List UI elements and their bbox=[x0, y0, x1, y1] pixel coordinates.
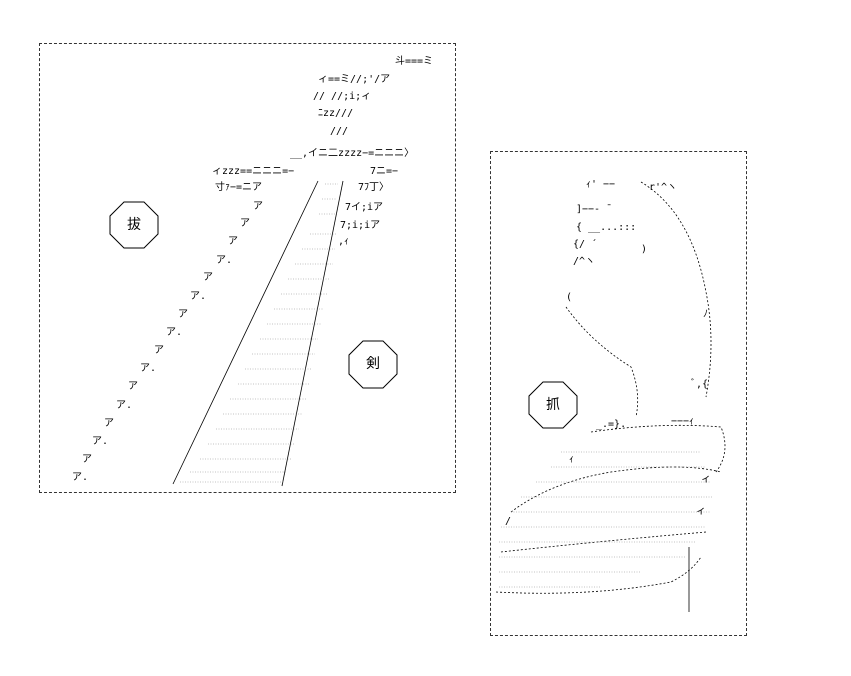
octagon-frame bbox=[109, 201, 159, 249]
aa-line: ) bbox=[641, 244, 647, 255]
aa-line: ﾉ bbox=[703, 309, 708, 320]
aa-kana: ア bbox=[178, 309, 188, 320]
aa-line: ィzzz==ニニニ=− bbox=[212, 166, 294, 177]
aa-line: 寸ｧ−=ニア bbox=[215, 180, 262, 193]
aa-kana: ア. bbox=[116, 400, 132, 411]
aa-kana: ア. bbox=[190, 291, 206, 302]
aa-line: −−−ｨ bbox=[671, 416, 694, 427]
aa-line: ｨ' −− bbox=[586, 179, 615, 190]
label-batsu: 拔 bbox=[127, 217, 141, 233]
aa-line: {/ ´ bbox=[573, 238, 597, 250]
aa-line: // //;i;ィ bbox=[313, 91, 371, 102]
aa-line: 7ニ=− bbox=[370, 166, 398, 177]
aa-kana: ア bbox=[253, 201, 263, 212]
aa-kana: ア. bbox=[72, 472, 88, 483]
octagon-frame bbox=[528, 381, 578, 429]
aa-kana: ア. bbox=[140, 363, 156, 374]
aa-line: 7ﾌ丁〉 bbox=[358, 181, 389, 193]
octagon-frame bbox=[348, 340, 398, 389]
aa-line: __,イニ二zzzz−=ニニニ〉 bbox=[290, 147, 414, 159]
aa-line: ,ｨ bbox=[338, 236, 349, 247]
aa-line: 7;i;iア bbox=[340, 220, 380, 231]
aa-kana: ア bbox=[104, 418, 114, 429]
aa-kana: ア bbox=[203, 272, 213, 283]
aa-kana: ア. bbox=[92, 436, 108, 447]
aa-line: ﾆzz/// bbox=[318, 108, 353, 119]
aa-line: ィ==ミ//;'/ア bbox=[318, 74, 390, 85]
aa-line: 7イ;iア bbox=[345, 202, 383, 213]
aa-line: ィ bbox=[696, 506, 706, 517]
aa-line: /// bbox=[330, 126, 348, 137]
label-sou: 抓 bbox=[546, 397, 560, 413]
hilt-ascii: 斗===ミ ィ==ミ//;'/ア // //;i;ィ ﾆzz/// /// __… bbox=[212, 55, 433, 247]
aa-kana: ア bbox=[128, 381, 138, 392]
fist-ascii-art: ｨ' −− r'^ヽ ]−−‐ ̄ { __...::: {/ ´ /^ヽ ( … bbox=[495, 179, 726, 612]
aa-line: ]−−‐ ̄ bbox=[576, 204, 611, 215]
panel-sword-draw: 斗===ミ ィ==ミ//;'/ア // //;i;ィ ﾆzz/// /// __… bbox=[39, 43, 456, 493]
aa-kana: ア. bbox=[166, 327, 182, 338]
sword-ascii-art: 斗===ミ ィ==ミ//;'/ア // //;i;ィ ﾆzz/// /// __… bbox=[72, 55, 433, 487]
aa-line: ( bbox=[566, 292, 572, 303]
fist-ascii: ｨ' −− r'^ヽ ]−−‐ ̄ { __...::: {/ ´ /^ヽ ( … bbox=[505, 179, 711, 527]
aa-kana: ア. bbox=[216, 255, 232, 266]
motion-trail-kana: ア ア ア ア. ア ア. ア ア. ア ア. ア ア. ア ア. ア ア. bbox=[72, 201, 263, 483]
aa-line: / bbox=[505, 516, 511, 527]
aa-kana: ア bbox=[228, 236, 238, 247]
aa-line: ﾞ,{ bbox=[691, 378, 708, 390]
panel-grab: ｨ' −− r'^ヽ ]−−‐ ̄ { __...::: {/ ´ /^ヽ ( … bbox=[490, 151, 747, 636]
label-ken: 剣 bbox=[366, 356, 380, 372]
aa-line: 斗===ミ bbox=[395, 55, 433, 67]
aa-kana: ア bbox=[82, 454, 92, 465]
aa-line: { __...::: bbox=[576, 222, 636, 233]
aa-line: /^ヽ bbox=[573, 256, 595, 267]
blade-edge-lines bbox=[172, 180, 344, 487]
aa-line: _.=}. bbox=[596, 419, 626, 430]
aa-line: r'^ヽ bbox=[649, 182, 677, 193]
aa-kana: ア bbox=[154, 345, 164, 356]
aa-kana: ア bbox=[240, 218, 250, 229]
blade-dotted-fill bbox=[180, 183, 338, 483]
aa-line: ィ bbox=[701, 474, 711, 485]
aa-line: ｨ bbox=[569, 454, 574, 465]
fist-dotted-fill bbox=[499, 451, 713, 588]
